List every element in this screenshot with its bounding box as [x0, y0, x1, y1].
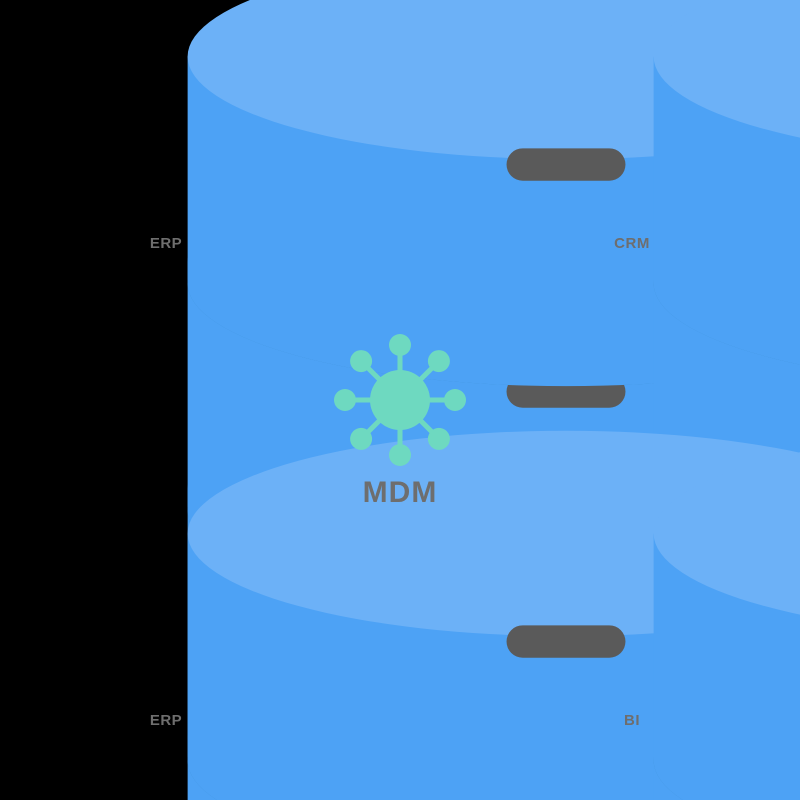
hub-satellite-n	[389, 334, 411, 356]
node-label-crm-top-right: CRM	[614, 235, 650, 252]
hub-satellite-sw	[350, 427, 373, 450]
hub-satellite-e	[444, 389, 466, 411]
hub-satellite-nw	[350, 350, 373, 373]
node-crm-top-right[interactable]: CRM	[614, 0, 800, 800]
node-label-erp-bottom-left: ERP	[150, 712, 182, 729]
node-bi-bottom-right[interactable]: BI	[624, 430, 800, 800]
node-erp-top-left[interactable]: ERP	[150, 0, 800, 800]
node-label-bi-bottom-right: BI	[624, 712, 640, 729]
hub-satellites	[334, 334, 466, 466]
mdm-hub-node[interactable]: MDM	[334, 334, 466, 509]
hub-satellite-se	[427, 427, 450, 450]
node-erp-bottom-left[interactable]: ERP	[150, 430, 800, 800]
hub-core-circle	[370, 370, 430, 430]
hub-satellite-ne	[427, 350, 450, 373]
hub-satellite-w	[334, 389, 356, 411]
hub-network-icon	[334, 334, 466, 466]
node-label-erp-top-left: ERP	[150, 235, 182, 252]
hub-label-mdm: MDM	[363, 476, 438, 509]
hub-satellite-s	[389, 444, 411, 466]
